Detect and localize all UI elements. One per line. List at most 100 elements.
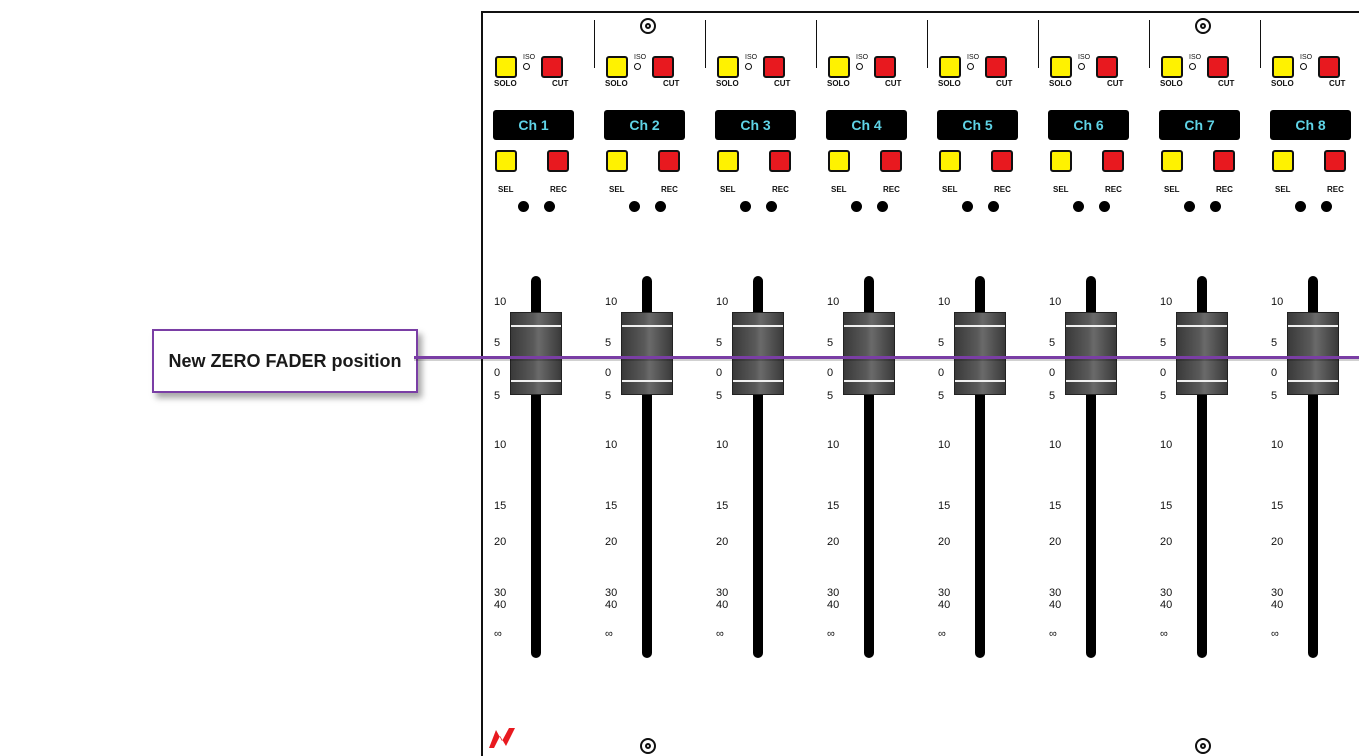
iso-indicator[interactable] xyxy=(1078,63,1085,70)
fader-track[interactable] xyxy=(1086,276,1096,658)
fader-track[interactable] xyxy=(753,276,763,658)
solo-button[interactable] xyxy=(828,56,850,78)
sel-label: SEL xyxy=(609,185,625,194)
channel-name-display: Ch 5 xyxy=(937,110,1018,140)
fader-knob[interactable] xyxy=(621,312,673,395)
status-led xyxy=(1295,201,1306,212)
solo-button[interactable] xyxy=(606,56,628,78)
solo-button[interactable] xyxy=(1050,56,1072,78)
screw-icon xyxy=(1195,18,1211,34)
rec-label: REC xyxy=(994,185,1011,194)
select-button[interactable] xyxy=(828,150,850,172)
fader-scale-label: 30 xyxy=(938,587,951,599)
solo-button[interactable] xyxy=(1161,56,1183,78)
iso-indicator[interactable] xyxy=(1189,63,1196,70)
iso-indicator[interactable] xyxy=(1300,63,1307,70)
cut-button[interactable] xyxy=(1318,56,1340,78)
record-button[interactable] xyxy=(769,150,791,172)
select-button[interactable] xyxy=(717,150,739,172)
record-button[interactable] xyxy=(1102,150,1124,172)
iso-indicator[interactable] xyxy=(967,63,974,70)
brand-logo-icon xyxy=(489,728,515,748)
fader-scale-label: 0 xyxy=(716,367,723,379)
solo-button[interactable] xyxy=(495,56,517,78)
select-button[interactable] xyxy=(606,150,628,172)
iso-indicator[interactable] xyxy=(523,63,530,70)
select-button[interactable] xyxy=(1272,150,1294,172)
cut-button[interactable] xyxy=(1096,56,1118,78)
fader-track[interactable] xyxy=(1308,276,1318,658)
fader-scale-label: 5 xyxy=(605,390,612,402)
solo-button[interactable] xyxy=(1272,56,1294,78)
select-button[interactable] xyxy=(1050,150,1072,172)
fader-knob-mark xyxy=(733,380,783,382)
fader-scale-label: 0 xyxy=(494,367,501,379)
iso-label: ISO xyxy=(1300,54,1313,61)
fader-track[interactable] xyxy=(642,276,652,658)
fader-knob-mark xyxy=(1177,325,1227,327)
cut-button[interactable] xyxy=(541,56,563,78)
channel-name-display: Ch 6 xyxy=(1048,110,1129,140)
fader-knob[interactable] xyxy=(954,312,1006,395)
solo-button[interactable] xyxy=(939,56,961,78)
solo-label: SOLO xyxy=(494,79,517,88)
cut-button[interactable] xyxy=(1207,56,1229,78)
fader-knob-mark xyxy=(955,325,1005,327)
fader-knob[interactable] xyxy=(1176,312,1228,395)
iso-indicator[interactable] xyxy=(745,63,752,70)
fader-scale-label: 30 xyxy=(1271,587,1284,599)
status-led xyxy=(877,201,888,212)
record-button[interactable] xyxy=(658,150,680,172)
fader-knob[interactable] xyxy=(510,312,562,395)
status-led xyxy=(962,201,973,212)
fader-knob-mark xyxy=(1288,380,1338,382)
select-button[interactable] xyxy=(939,150,961,172)
cut-label: CUT xyxy=(663,79,680,88)
fader-scale-label: 5 xyxy=(1271,390,1278,402)
record-button[interactable] xyxy=(991,150,1013,172)
fader-scale-label: 10 xyxy=(1160,439,1173,451)
fader-knob[interactable] xyxy=(843,312,895,395)
cut-button[interactable] xyxy=(874,56,896,78)
zero-fader-callout: New ZERO FADER position xyxy=(152,329,418,393)
fader-scale-label: ∞ xyxy=(1049,628,1057,640)
select-button[interactable] xyxy=(1161,150,1183,172)
fader-scale-label: 30 xyxy=(1160,587,1173,599)
record-button[interactable] xyxy=(1324,150,1346,172)
strip-divider xyxy=(705,20,706,68)
fader-track[interactable] xyxy=(975,276,985,658)
rec-label: REC xyxy=(883,185,900,194)
select-button[interactable] xyxy=(495,150,517,172)
sel-label: SEL xyxy=(720,185,736,194)
fader-track[interactable] xyxy=(1197,276,1207,658)
fader-scale-label: ∞ xyxy=(1160,628,1168,640)
fader-knob[interactable] xyxy=(1287,312,1339,395)
cut-button[interactable] xyxy=(985,56,1007,78)
callout-line-shadow xyxy=(414,359,1359,361)
status-led xyxy=(988,201,999,212)
record-button[interactable] xyxy=(880,150,902,172)
status-led xyxy=(544,201,555,212)
fader-scale-label: 0 xyxy=(827,367,834,379)
fader-scale-label: 20 xyxy=(938,536,951,548)
record-button[interactable] xyxy=(1213,150,1235,172)
fader-track[interactable] xyxy=(864,276,874,658)
panel-border-top xyxy=(481,11,1359,13)
fader-knob[interactable] xyxy=(1065,312,1117,395)
cut-button[interactable] xyxy=(652,56,674,78)
iso-indicator[interactable] xyxy=(856,63,863,70)
solo-button[interactable] xyxy=(717,56,739,78)
iso-indicator[interactable] xyxy=(634,63,641,70)
fader-track[interactable] xyxy=(531,276,541,658)
fader-scale-label: 5 xyxy=(716,390,723,402)
cut-button[interactable] xyxy=(763,56,785,78)
record-button[interactable] xyxy=(547,150,569,172)
fader-scale-label: ∞ xyxy=(605,628,613,640)
solo-label: SOLO xyxy=(716,79,739,88)
fader-scale-label: 0 xyxy=(1160,367,1167,379)
fader-knob[interactable] xyxy=(732,312,784,395)
fader-scale-label: 10 xyxy=(494,439,507,451)
